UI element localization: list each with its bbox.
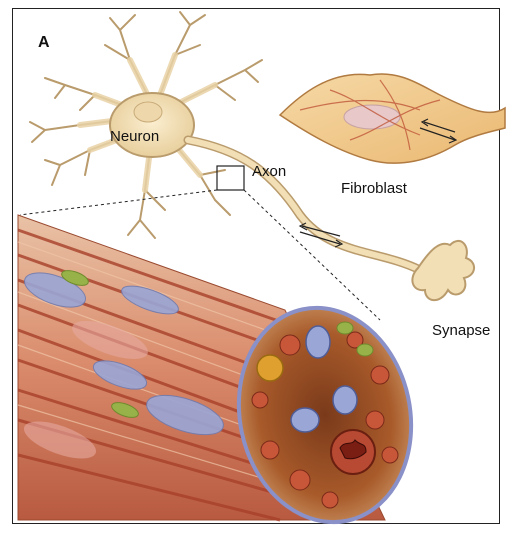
axon-label: Axon — [252, 163, 286, 180]
magnification-box — [217, 166, 244, 190]
synapse-terminal — [412, 241, 474, 300]
artery-cross-section — [331, 430, 375, 474]
panel-letter: A — [38, 34, 50, 52]
synapse-label: Synapse — [432, 322, 490, 339]
fibroblast-cell — [280, 74, 505, 163]
neuron-nucleus — [134, 102, 162, 122]
fibroblast-label: Fibroblast — [341, 180, 407, 197]
nerve-bundle — [257, 355, 283, 381]
neuron-label: Neuron — [110, 128, 159, 145]
fibroblast-nucleus — [344, 105, 400, 129]
